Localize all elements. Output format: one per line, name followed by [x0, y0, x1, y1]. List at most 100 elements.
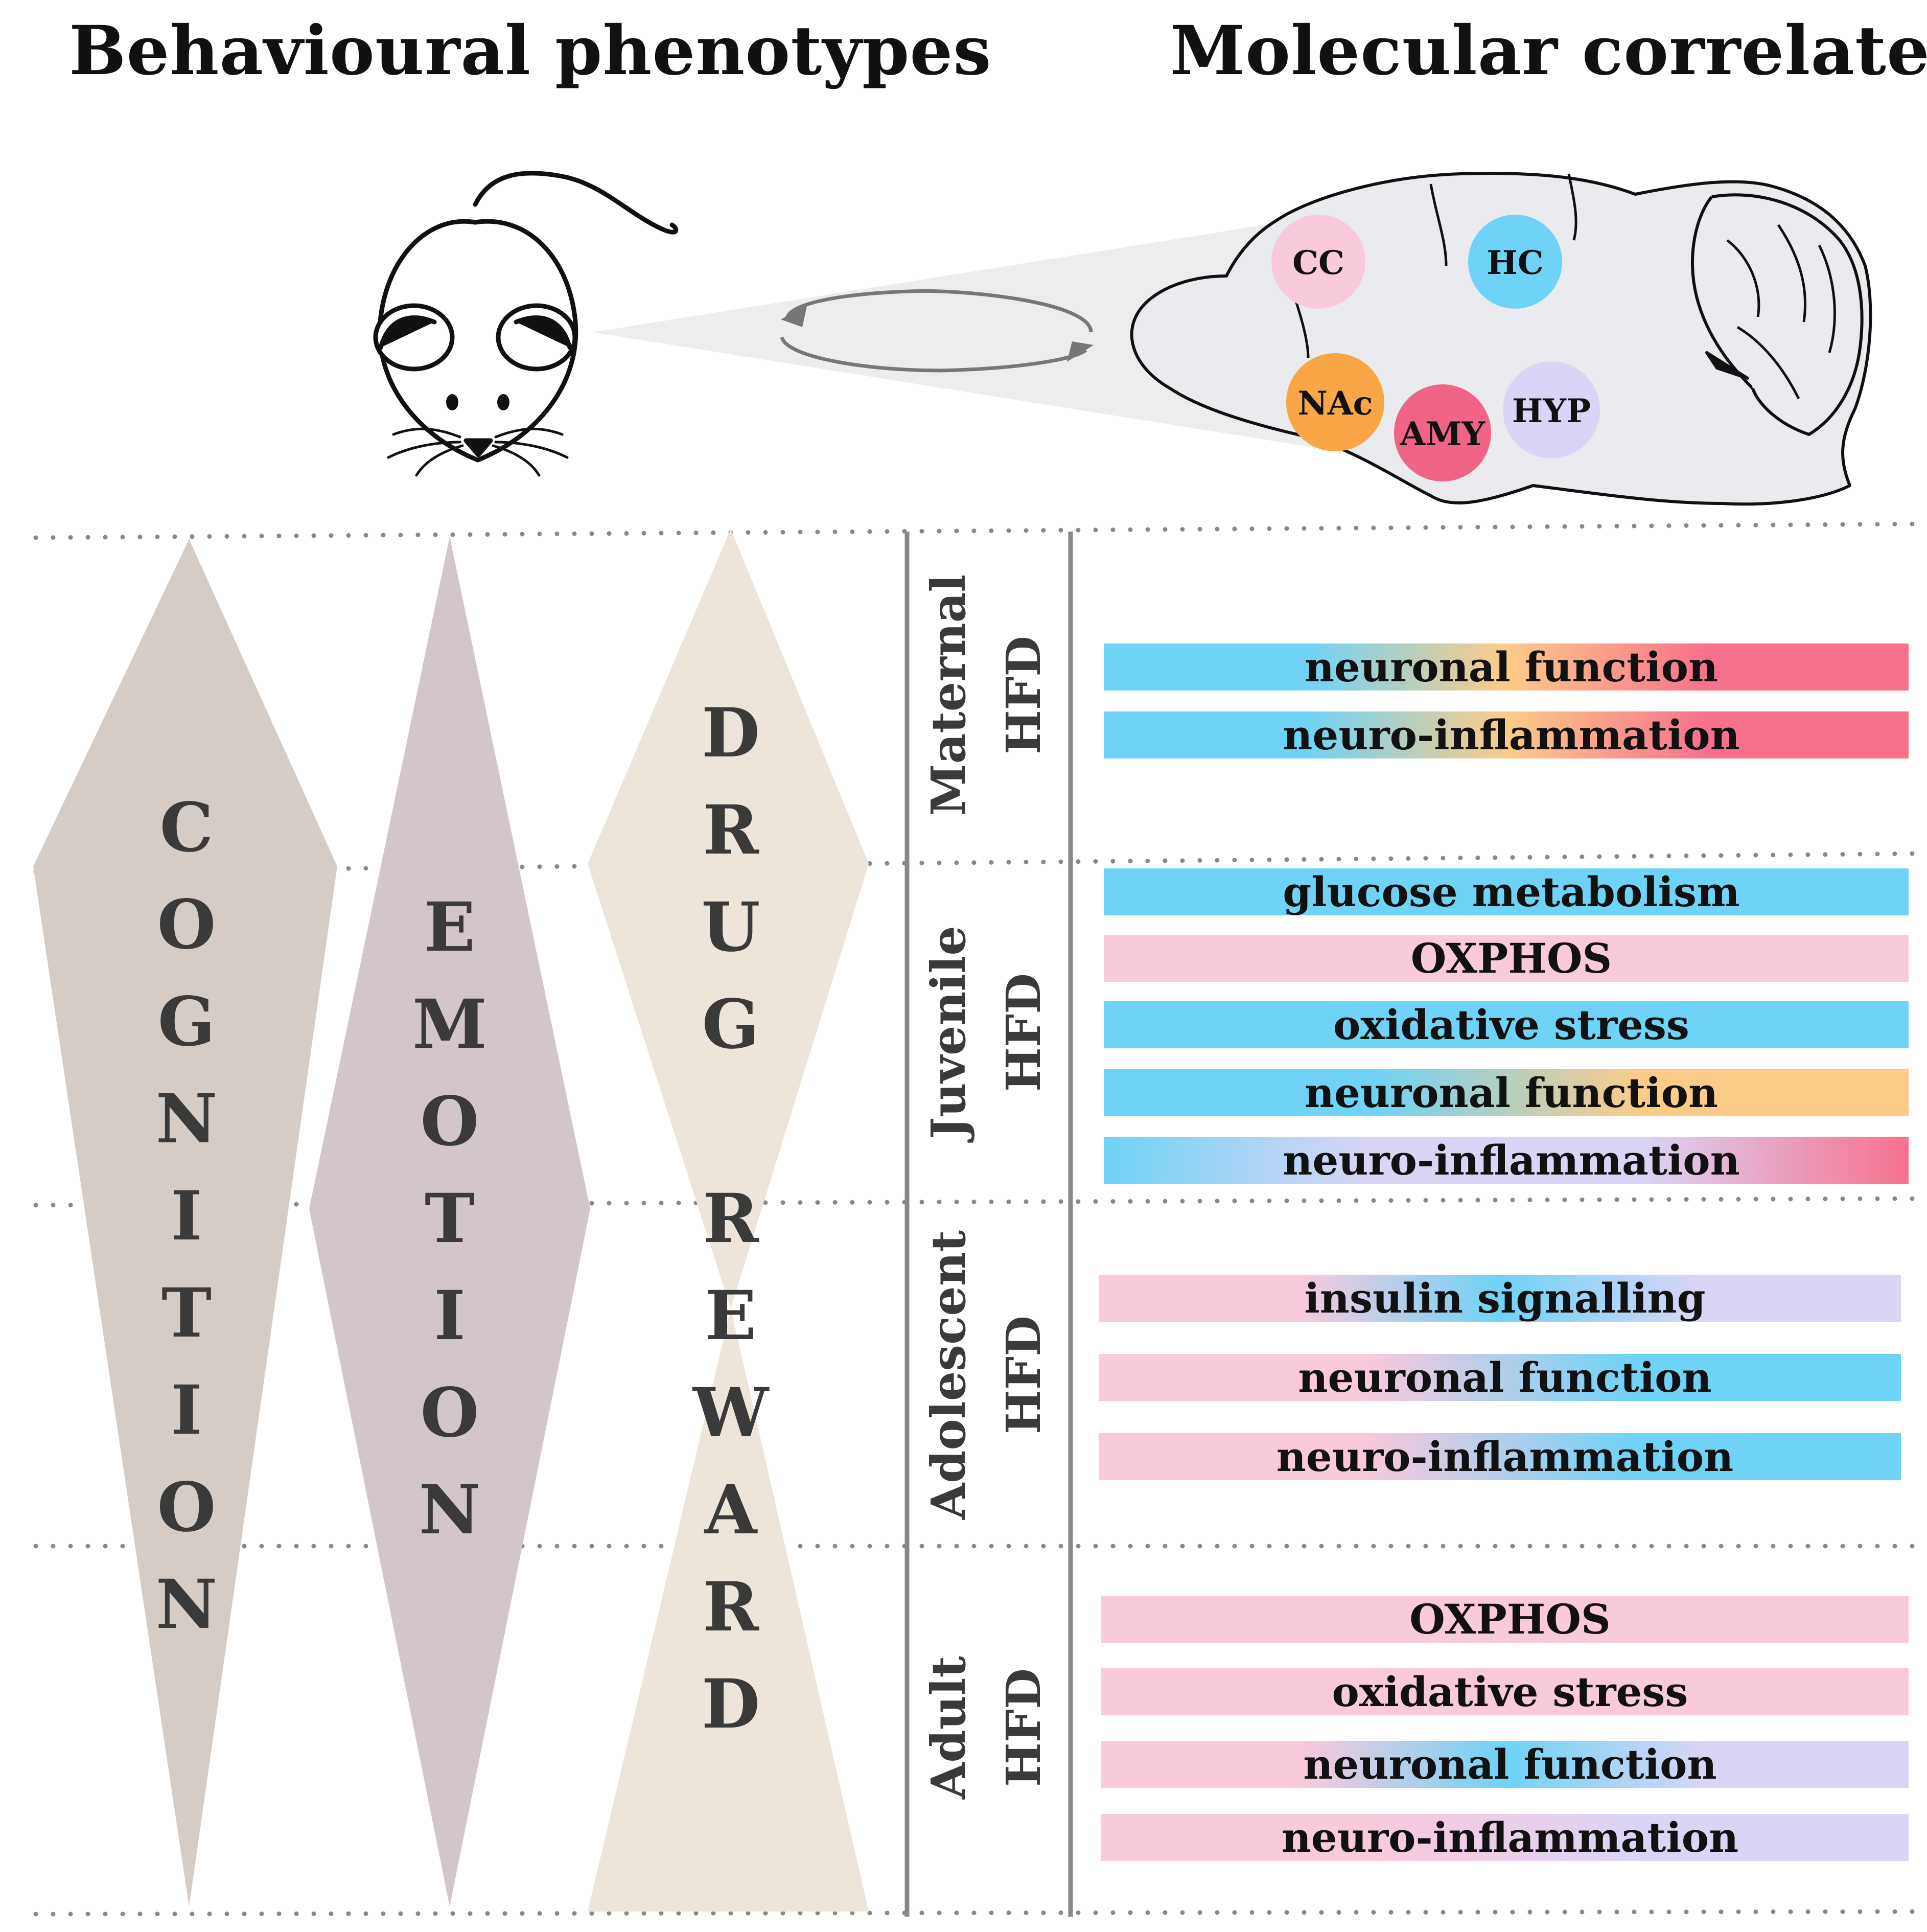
phenotype-letter: N	[156, 1565, 218, 1644]
group-label-stage: Adult	[921, 1655, 976, 1800]
phenotype-letter: A	[704, 1470, 758, 1550]
group-label-stage: Adolescent	[921, 1230, 976, 1520]
phenotype-letter: O	[157, 885, 216, 964]
group-label-hfd: HFD	[996, 1316, 1051, 1434]
molecular-bar: neuronal function	[1104, 643, 1909, 691]
phenotype-letter: N	[156, 1079, 218, 1159]
phenotype-letter: M	[412, 985, 487, 1064]
molecular-bar-label: neuro-inflammation	[1283, 1136, 1740, 1184]
region-label: HYP	[1512, 392, 1591, 430]
phenotype-letter: R	[703, 1179, 759, 1258]
molecular-bar-fill	[1104, 711, 1909, 758]
molecular-bar-label: insulin signalling	[1304, 1274, 1705, 1322]
region-cc: CC	[1271, 215, 1365, 309]
molecular-bar-label: neuro-inflammation	[1276, 1433, 1734, 1481]
molecular-bar: neuro-inflammation	[1099, 1433, 1901, 1481]
phenotype-letter: C	[159, 788, 213, 867]
molecular-bar-label: OXPHOS	[1409, 1595, 1611, 1643]
phenotype-letter: E	[424, 888, 476, 967]
molecular-bar-label: OXPHOS	[1411, 934, 1612, 982]
phenotype-letter: W	[692, 1373, 770, 1453]
molecular-bar-label: neuro-inflammation	[1283, 711, 1740, 759]
molecular-bar: neuronal function	[1099, 1353, 1901, 1401]
phenotype-letter: T	[161, 1274, 212, 1353]
phenotype-letter: I	[171, 1371, 202, 1450]
separator-top	[33, 521, 1924, 540]
region-circle	[1271, 215, 1365, 309]
region-circle	[1503, 361, 1600, 458]
molecular-bar-label: glucose metabolism	[1283, 868, 1739, 916]
molecular-bar-fill	[1099, 1354, 1901, 1401]
region-nac: NAc	[1286, 353, 1384, 451]
region-label: NAc	[1297, 384, 1373, 423]
phenotype-letter: U	[701, 888, 760, 967]
phenotype-diamond	[309, 537, 590, 1906]
molecular-bar-fill	[1104, 935, 1909, 982]
molecular-bar-label: neuronal function	[1303, 1740, 1716, 1788]
molecular-bar: OXPHOS	[1101, 1595, 1909, 1643]
region-amy: AMY	[1394, 384, 1491, 481]
group-label-hfd: HFD	[996, 1668, 1051, 1787]
arrow-head-left	[781, 304, 807, 327]
region-circle	[1394, 384, 1491, 481]
group-label-stage: Juvenile	[921, 926, 976, 1143]
molecular-bar-fill	[1099, 1275, 1901, 1322]
group-adult-hfd: Adult HFD OXPHOS oxidative stress neuronal f…	[921, 1595, 1909, 1861]
phenotype-letter: I	[171, 1177, 202, 1256]
molecular-bar-fill	[1101, 1668, 1909, 1715]
group-label-hfd: HFD	[996, 636, 1051, 754]
phenotype-letter: O	[157, 1468, 216, 1547]
molecular-bar-fill	[1104, 1001, 1909, 1048]
molecular-bar: glucose metabolism	[1104, 868, 1909, 916]
molecular-bar: neuronal function	[1104, 1069, 1909, 1117]
phenotype-letter: O	[421, 1082, 479, 1161]
molecular-bar-label: neuronal function	[1298, 1353, 1711, 1401]
cycle-arrows-icon	[780, 289, 1093, 373]
group-label-hfd: HFD	[996, 973, 1051, 1092]
molecular-bar: oxidative stress	[1104, 1001, 1909, 1049]
region-circle	[1468, 215, 1562, 309]
molecular-bar-fill	[1101, 1596, 1909, 1643]
phenotype-letter: D	[702, 694, 760, 773]
phenotype-triangle	[588, 1308, 869, 1912]
molecular-bar-fill	[1104, 1137, 1909, 1184]
region-hyp: HYP	[1503, 361, 1600, 458]
separator-bottom	[33, 1909, 1924, 1917]
molecular-bar-label: neuro-inflammation	[1282, 1813, 1739, 1861]
region-label: HC	[1487, 244, 1543, 282]
molecular-bar: OXPHOS	[1104, 934, 1909, 982]
phenotype-letter: G	[702, 985, 760, 1064]
heading-behavioural-phenotypes: Behavioural phenotypes	[69, 11, 992, 90]
phenotype-letter: R	[703, 791, 759, 870]
arrow-head-right	[1067, 341, 1094, 362]
group-maternal-hfd: Maternal HFD neuronal function neuro-inflam…	[921, 574, 1909, 816]
molecular-bar-fill	[1099, 1433, 1901, 1480]
molecular-bar: neuronal function	[1101, 1740, 1909, 1788]
phenotype-diamond	[588, 529, 869, 1308]
group-label-stage: Maternal	[921, 574, 976, 816]
molecular-bar: oxidative stress	[1101, 1668, 1909, 1716]
molecular-bar-label: neuronal function	[1305, 643, 1718, 691]
molecular-bar: neuro-inflammation	[1104, 1136, 1909, 1184]
molecular-bar-label: neuronal function	[1305, 1069, 1718, 1117]
molecular-bar: neuro-inflammation	[1104, 711, 1909, 759]
phenotype-letter: I	[434, 1276, 466, 1355]
region-circle	[1286, 353, 1384, 451]
projection-cone	[593, 215, 1329, 450]
separator-1	[33, 851, 1924, 874]
phenotype-letter: N	[419, 1470, 481, 1550]
molecular-bar-fill	[1101, 1814, 1909, 1861]
region-label: CC	[1292, 244, 1344, 282]
region-hc: HC	[1468, 215, 1562, 309]
mouse-icon	[373, 171, 679, 477]
region-label: AMY	[1400, 415, 1486, 453]
molecular-bar: neuro-inflammation	[1101, 1813, 1909, 1861]
molecular-bar-fill	[1104, 643, 1909, 691]
phenotype-letter: G	[158, 982, 216, 1062]
molecular-bar: insulin signalling	[1099, 1274, 1901, 1322]
phenotype-letter: E	[705, 1276, 757, 1355]
phenotype-letter: R	[703, 1568, 759, 1647]
